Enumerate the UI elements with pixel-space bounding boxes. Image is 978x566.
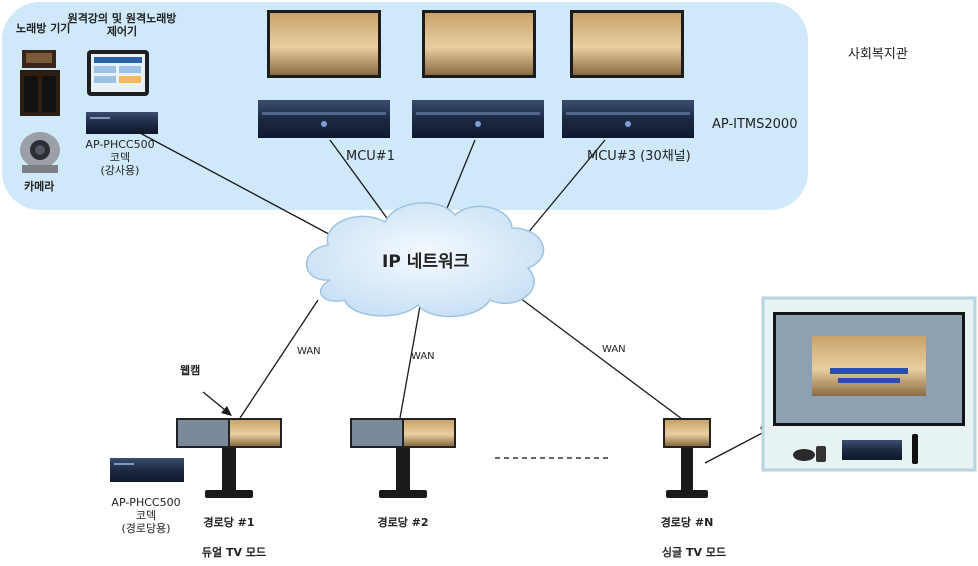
facility-codec-name: 코덱 bbox=[109, 151, 131, 164]
wan-label-2: WAN bbox=[411, 351, 435, 362]
connection-lines bbox=[139, 132, 769, 464]
siten-single-tv bbox=[663, 418, 711, 498]
controller-title-line2: 제어기 bbox=[106, 25, 138, 38]
mcu-server-2 bbox=[412, 100, 544, 138]
controller-title-line1: 원격강의 및 원격노래방 bbox=[67, 12, 177, 25]
single-tv-inset bbox=[761, 296, 977, 472]
monitor-2 bbox=[422, 10, 536, 78]
link-wan-site2 bbox=[399, 305, 421, 419]
link-wan-siten bbox=[519, 297, 691, 426]
ptz-camera-image bbox=[20, 132, 60, 173]
monitor-3 bbox=[570, 10, 684, 78]
mcu3-label: MCU#3 (30채널) bbox=[587, 149, 691, 164]
site-codec-image bbox=[110, 458, 184, 482]
facility-codec-role: (강사용) bbox=[100, 164, 140, 177]
mcu-group bbox=[258, 10, 694, 138]
siten-label: 경로당 #N bbox=[660, 516, 714, 529]
wan-label-1: WAN bbox=[297, 346, 321, 357]
dual-mode-label: 듀얼 TV 모드 bbox=[201, 546, 267, 559]
arrowhead-webcam bbox=[221, 406, 232, 416]
site1-dual-tv bbox=[176, 418, 282, 498]
site-codec-name: 코덱 bbox=[135, 509, 157, 522]
mcu-server-1 bbox=[258, 100, 390, 138]
webcam-label: 웹캠 bbox=[180, 364, 201, 377]
tablet-controller-image bbox=[87, 50, 149, 96]
mcu-server-3 bbox=[562, 100, 694, 138]
karaoke-device-label: 노래방 기기 bbox=[16, 22, 71, 35]
single-mode-label: 싱글 TV 모드 bbox=[661, 546, 727, 559]
mcu1-label: MCU#1 bbox=[346, 149, 395, 164]
mcu-model-label: AP-ITMS2000 bbox=[712, 117, 798, 132]
link-mcu2-cloud bbox=[442, 139, 476, 219]
link-siten-tv bbox=[704, 429, 769, 464]
camera-label: 카메라 bbox=[24, 180, 55, 193]
site-codec-role: (경로당용) bbox=[121, 522, 171, 535]
monitor-1 bbox=[267, 10, 381, 78]
site-codec-model: AP-PHCC500 bbox=[111, 496, 181, 509]
link-codec-cloud bbox=[139, 132, 341, 241]
link-wan-site1 bbox=[239, 299, 319, 419]
facility-codec-image bbox=[86, 112, 158, 134]
wan-label-3: WAN bbox=[602, 344, 626, 355]
karaoke-machine-image bbox=[20, 50, 60, 116]
site2-dual-tv bbox=[350, 418, 456, 498]
link-mcu1-cloud bbox=[329, 139, 393, 226]
link-mcu3-cloud bbox=[521, 139, 606, 241]
ip-network-label: IP 네트워크 bbox=[382, 252, 470, 272]
site1-label: 경로당 #1 bbox=[203, 516, 255, 529]
facility-name: 사회복지관 bbox=[848, 47, 908, 62]
ip-network-cloud bbox=[305, 202, 545, 318]
facility-codec-model: AP-PHCC500 bbox=[85, 138, 155, 151]
site2-label: 경로당 #2 bbox=[377, 516, 429, 529]
